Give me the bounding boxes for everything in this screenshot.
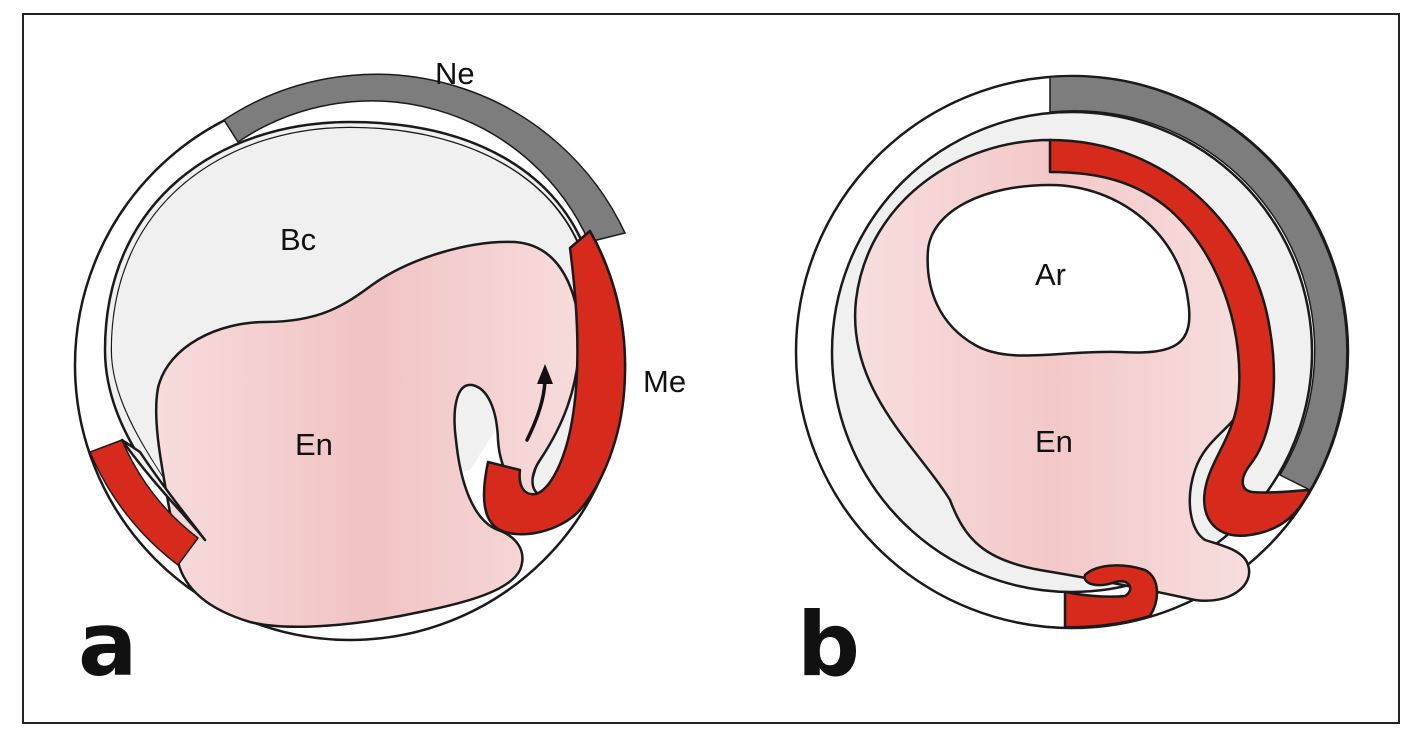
label-bc: Bc <box>280 222 316 257</box>
panel-a: Ne Bc Me En a <box>73 56 686 696</box>
blastocoel-tip-a <box>120 438 207 542</box>
neural-ectoderm-a <box>222 73 627 243</box>
mesoderm-left-a <box>89 439 200 567</box>
mesoderm-right-a <box>482 229 627 536</box>
label-en-a: En <box>295 427 333 462</box>
mesoderm-b <box>1048 138 1312 538</box>
arrow-icon <box>525 364 553 442</box>
label-me: Me <box>643 364 686 399</box>
mesoderm-bottom-b <box>1063 564 1159 629</box>
label-ar: Ar <box>1035 257 1066 292</box>
label-ne: Ne <box>435 56 475 91</box>
panel-b: Ar En b <box>794 74 1350 696</box>
label-en-b: En <box>1035 424 1073 459</box>
archenteron-b <box>926 183 1191 357</box>
panel-letter-a: a <box>78 593 137 696</box>
panel-letter-b: b <box>797 593 860 696</box>
